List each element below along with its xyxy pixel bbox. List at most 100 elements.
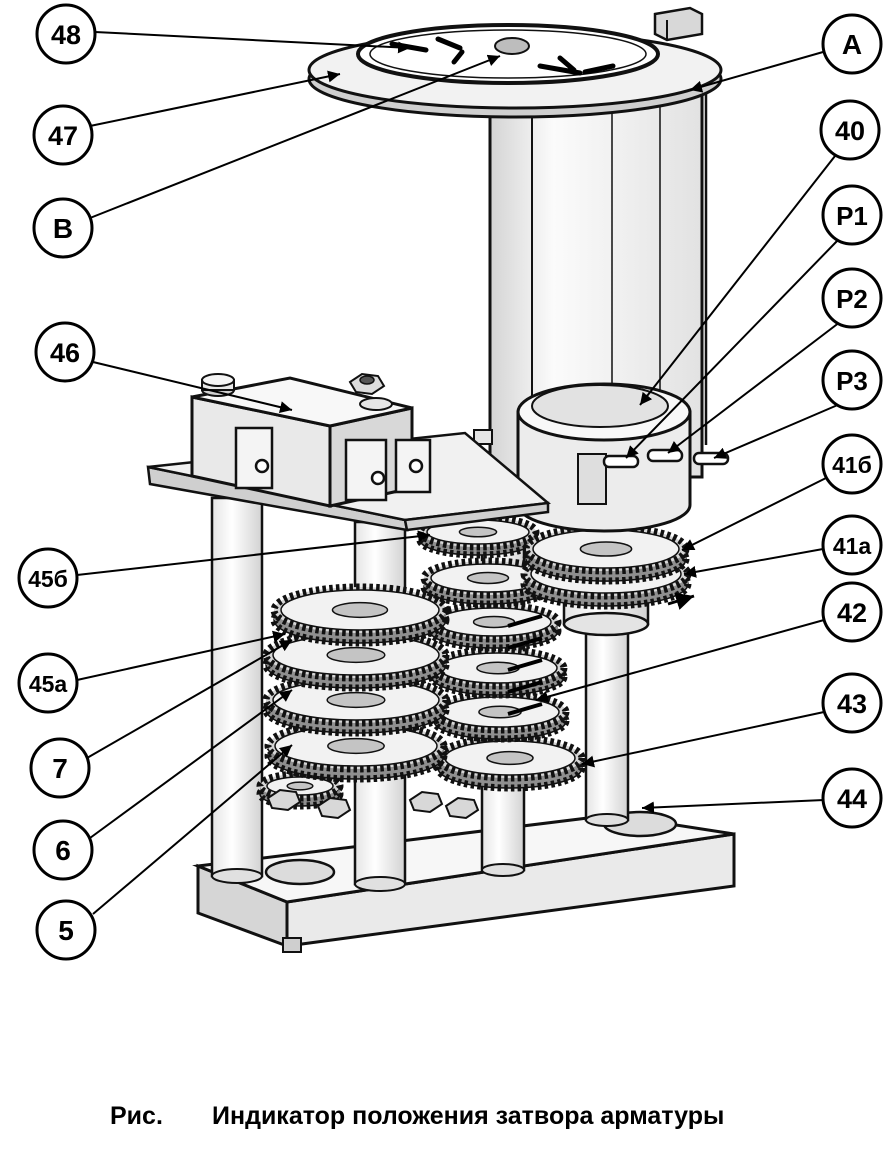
dial-bracket (653, 6, 704, 42)
gear-43 (434, 734, 586, 792)
leader-46 (92, 361, 293, 414)
gear-small-bottom-hub (286, 781, 314, 791)
rotation-arrow (667, 592, 695, 610)
gear-41b-lower-teeth (522, 533, 690, 585)
callout-p3-label: Р3 (836, 366, 868, 396)
callout-45a-label: 45а (29, 671, 68, 697)
callout-6: 6 (32, 819, 94, 881)
callout-41b: 41б (821, 433, 883, 495)
gear-middle-4 (428, 646, 568, 699)
pillar-left (210, 496, 264, 884)
callout-43: 43 (821, 672, 883, 734)
callout-44-label: 44 (837, 784, 867, 814)
leader-45a (76, 630, 286, 681)
gear-middle-5 (430, 690, 570, 743)
leader-5 (92, 744, 293, 915)
gear-small-bottom (256, 770, 344, 810)
gear-41b-hub (579, 541, 633, 557)
gear-6-hub (326, 691, 386, 709)
gear-45a-hub (331, 601, 389, 619)
leader-43 (581, 711, 825, 768)
leader-p2 (667, 321, 841, 454)
callout-a: А (821, 13, 883, 75)
gear-stack-left (256, 583, 450, 810)
leader-42 (535, 619, 825, 703)
gear-small-bottom-lower-teeth (256, 778, 344, 810)
callouts: 48 А 47 40 В Р1 Р2 Р3 (17, 3, 883, 961)
leader-b (89, 54, 501, 219)
gear-stack-right (520, 523, 692, 610)
caption-prefix: Рис. (110, 1102, 163, 1130)
screw-left (201, 373, 235, 397)
leader-41a (683, 548, 824, 578)
gear-45a-lower-teeth (270, 593, 450, 647)
leader-lines (76, 31, 841, 915)
terminal-p2 (646, 448, 684, 463)
callout-41a: 41а (821, 514, 883, 576)
bottom-nuts (266, 788, 480, 820)
callout-6-label: 6 (55, 835, 71, 866)
callout-47-label: 47 (48, 121, 78, 151)
callout-41a-label: 41а (833, 533, 872, 559)
base-pad-left (264, 858, 336, 886)
callout-46: 46 (34, 321, 96, 383)
leader-a (689, 51, 824, 93)
gear-7 (262, 628, 450, 692)
terminal-p1 (602, 454, 640, 469)
leader-p3 (713, 403, 841, 459)
callout-b-label: В (53, 213, 73, 244)
gear-middle-3-lower-teeth (426, 610, 562, 652)
gear-6 (262, 673, 450, 737)
base-foot (282, 937, 302, 953)
base-plate (192, 810, 736, 953)
indicator-mechanism-drawing (146, 6, 736, 953)
gear-41b (522, 523, 690, 585)
callout-43-label: 43 (837, 689, 867, 719)
callout-42: 42 (821, 581, 883, 643)
callout-44: 44 (821, 767, 883, 829)
gear-45a (270, 583, 450, 647)
callout-p2-label: Р2 (836, 284, 868, 314)
potentiometer-40 (516, 382, 730, 533)
base-top-face (192, 813, 735, 904)
switch-terminals (234, 426, 432, 502)
leader-40 (639, 155, 836, 406)
callout-48: 48 (35, 3, 97, 65)
leader-6 (89, 689, 293, 839)
callout-47: 47 (32, 104, 94, 166)
callout-p1: Р1 (821, 184, 883, 246)
leader-45b (76, 530, 431, 576)
gear-45b-hub (458, 526, 498, 538)
callout-5-label: 5 (58, 915, 74, 946)
gear-43-lower-teeth (434, 744, 586, 792)
gear-5-hub (327, 737, 385, 755)
gear-43-hub (486, 750, 534, 766)
leader-41b (681, 477, 827, 551)
dial-center-knob (494, 37, 530, 55)
gear-41a-lower-teeth (520, 558, 692, 610)
caption-title: Индикатор положения затвора арматуры (212, 1102, 724, 1130)
callout-a-label: А (842, 29, 862, 60)
figure-caption: Рис. Индикатор положения затвора арматур… (110, 1102, 724, 1130)
leader-p1 (625, 239, 839, 459)
spring-42 (507, 614, 543, 716)
gear-middle-2-hub (466, 571, 510, 585)
dial-face (356, 23, 660, 85)
callout-p2: Р2 (821, 267, 883, 329)
callout-45b-label: 45б (28, 566, 68, 592)
callout-b: В (32, 197, 94, 259)
callout-41b-label: 41б (832, 452, 872, 478)
callout-40-label: 40 (835, 116, 865, 146)
leader-47 (89, 70, 341, 127)
leader-7 (86, 639, 293, 759)
gear-7-hub (326, 646, 386, 664)
pillar-right (584, 610, 630, 827)
screw-right (348, 372, 393, 411)
micro-switch-46 (190, 372, 432, 508)
callout-42-label: 42 (837, 598, 867, 628)
callout-p3: Р3 (821, 349, 883, 411)
callout-48-label: 48 (51, 20, 81, 50)
callout-7-label: 7 (52, 753, 68, 784)
callout-5: 5 (35, 899, 97, 961)
